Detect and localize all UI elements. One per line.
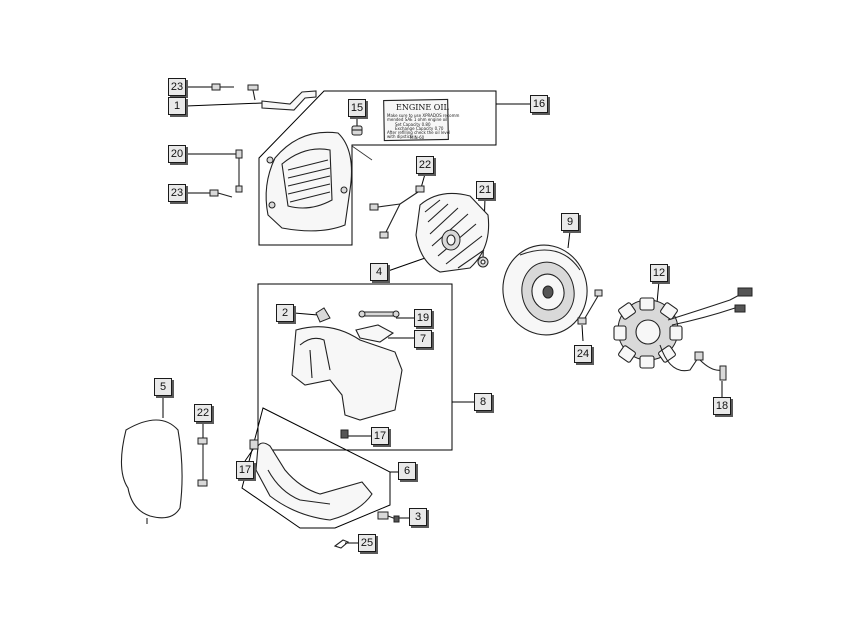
callout-9[interactable]: 9: [561, 213, 579, 231]
shroud-8: [291, 307, 403, 439]
cooling-fan-4: [415, 192, 490, 273]
callout-22-upper[interactable]: 22: [416, 156, 434, 174]
oil-label-line-5: After refilling check the oil level: [387, 130, 450, 135]
leader-2: [293, 312, 319, 316]
gasket-5: [120, 419, 183, 519]
oil-label-line-2: mended SAE 1 ohm engine oil: [387, 117, 447, 122]
callout-24[interactable]: 24: [574, 345, 592, 363]
callout-8[interactable]: 8: [474, 393, 492, 411]
frame-16: [258, 90, 497, 246]
fan-cover-16: [265, 131, 373, 232]
leader-9: [567, 230, 571, 249]
callout-3[interactable]: 3: [409, 508, 427, 526]
plug-15: [351, 125, 363, 136]
callout-25[interactable]: 25: [358, 534, 376, 552]
oil-label-title: ENGINE OIL: [396, 103, 449, 112]
callout-12[interactable]: 12: [650, 264, 668, 282]
callout-1[interactable]: 1: [168, 97, 186, 115]
callout-17-left[interactable]: 17: [236, 461, 254, 479]
callout-15[interactable]: 15: [348, 99, 366, 117]
callout-23-upper[interactable]: 23: [168, 78, 186, 96]
leader-17b: [244, 447, 255, 462]
callout-21[interactable]: 21: [476, 181, 494, 199]
oil-label-line-4: Exchange Capacity 0.70: [395, 126, 444, 131]
callout-4[interactable]: 4: [370, 263, 388, 281]
nut-21: [477, 256, 489, 268]
callout-5[interactable]: 5: [154, 378, 172, 396]
bolt-23-upper: [211, 83, 259, 101]
callout-20[interactable]: 20: [168, 145, 186, 163]
callout-2[interactable]: 2: [276, 304, 294, 322]
bolt-22-lower: [197, 437, 208, 487]
oil-label-line-7: MIN-60: [410, 135, 425, 140]
frame-8: [257, 283, 453, 451]
callout-17-right[interactable]: 17: [371, 427, 389, 445]
bolt-23-lower: [209, 189, 233, 198]
callout-19[interactable]: 19: [414, 309, 432, 327]
leader-12: [656, 280, 660, 304]
sensor-3: [377, 511, 400, 523]
oil-label-line-1: Make sure to use XPRADOS recomm: [387, 113, 459, 118]
callout-18[interactable]: 18: [713, 397, 731, 415]
callout-7[interactable]: 7: [414, 330, 432, 348]
bolt-set-22: [369, 185, 425, 239]
leader-24: [581, 324, 584, 342]
callout-16[interactable]: 16: [530, 95, 548, 113]
clip-25: [333, 539, 350, 549]
callout-23-lower[interactable]: 23: [168, 184, 186, 202]
callout-6[interactable]: 6: [398, 462, 416, 480]
bolt-24: [577, 289, 603, 325]
oil-label-line-6: with dipstick: [387, 134, 413, 139]
stator-12: [613, 287, 753, 381]
tie-20: [235, 149, 243, 193]
leader-1: [185, 102, 263, 107]
flywheel-9: [502, 244, 588, 336]
callout-22-lower[interactable]: 22: [194, 404, 212, 422]
shroud-6: [249, 439, 373, 521]
bracket-1: [261, 90, 317, 111]
oil-label-line-3: Set Capacity 0.80: [395, 122, 431, 127]
oil-label: ENGINE OIL Make sure to use XPRADOS reco…: [383, 98, 459, 142]
leader-4: [387, 256, 429, 272]
